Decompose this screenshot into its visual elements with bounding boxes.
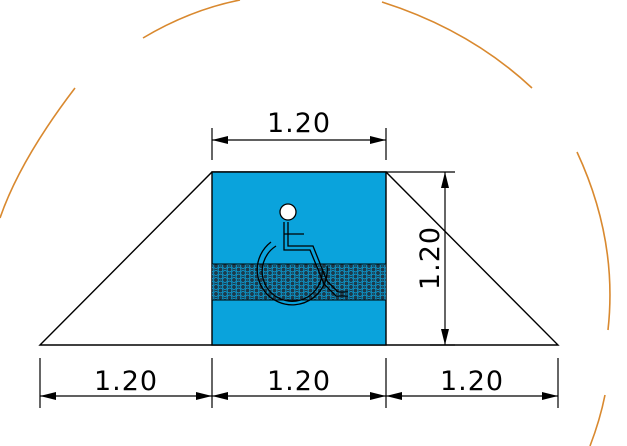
dim-top-arrow-left <box>212 136 228 144</box>
dim-bottom-center-label: 1.20 <box>267 366 331 397</box>
dim-right-arrow-top <box>441 172 449 188</box>
arc-top-left <box>142 0 241 39</box>
arc-right <box>576 151 611 331</box>
arc-bottom-right <box>589 394 606 446</box>
wheelchair-body <box>283 222 348 297</box>
wheelchair-wheel <box>256 241 328 306</box>
dim-top-arrow-right <box>370 136 386 144</box>
arc-top-right <box>381 1 533 89</box>
dimension-right <box>386 171 455 346</box>
dim-bottom-arrow-2a <box>196 392 212 400</box>
arc-left <box>0 87 76 219</box>
dimension-top <box>211 128 387 160</box>
dim-bottom-arrow-1 <box>40 392 56 400</box>
dim-bottom-right-label: 1.20 <box>440 366 504 397</box>
dim-right-label: 1.20 <box>415 226 446 290</box>
wheelchair-head <box>279 203 297 221</box>
outer-circle-arcs <box>0 0 611 446</box>
tactile-band <box>212 264 386 300</box>
dim-right-arrow-bottom <box>441 329 449 345</box>
dim-bottom-arrow-3b <box>386 392 402 400</box>
dim-top-label: 1.20 <box>267 108 331 139</box>
dim-bottom-left-label: 1.20 <box>94 366 158 397</box>
dim-bottom-arrow-3a <box>370 392 386 400</box>
dim-bottom-arrow-2b <box>212 392 228 400</box>
wheelchair-accessibility-icon <box>256 203 348 306</box>
dim-bottom-arrow-4 <box>542 392 558 400</box>
dimension-bottom <box>39 358 559 408</box>
parking-square <box>211 171 387 346</box>
